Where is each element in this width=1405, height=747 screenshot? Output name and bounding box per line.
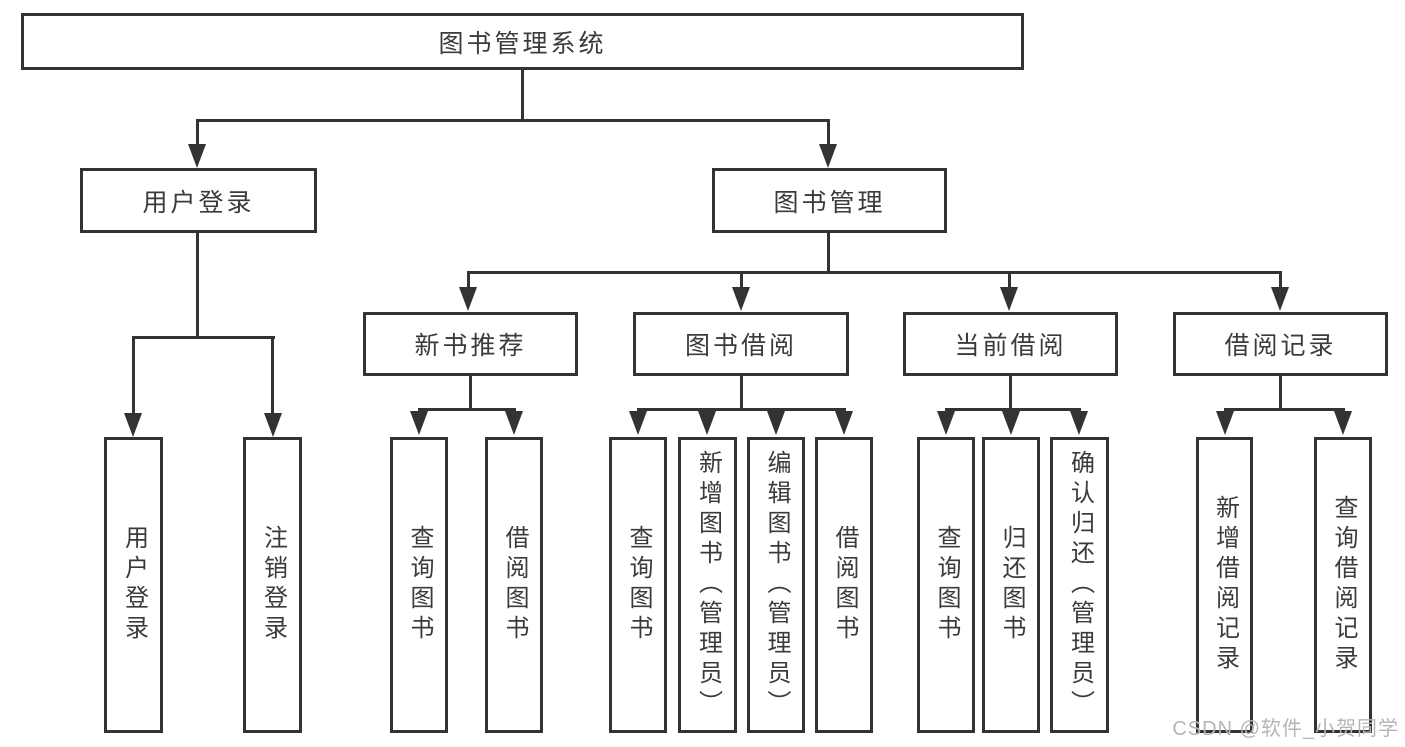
leaf-user-login: 用户登录	[104, 437, 163, 733]
node-root: 图书管理系统	[21, 13, 1024, 70]
connector-user-login-bar	[132, 336, 275, 339]
leaf-confirm-return-admin: 确认归还（管理员）	[1050, 437, 1109, 733]
arrowhead	[1070, 411, 1088, 435]
leaf-add-book-admin-label: 新增图书（管理员）	[694, 450, 722, 720]
connector-new-book-bar	[418, 408, 516, 411]
arrowhead	[505, 411, 523, 435]
connector-drop-book-borrowing	[740, 271, 743, 289]
leaf-query-borrow-record: 查询借阅记录	[1314, 437, 1372, 733]
connector-current-borrowing-stub	[1009, 376, 1012, 411]
connector-new-book-stub	[469, 376, 472, 411]
arrowhead	[124, 413, 142, 437]
node-new-book-recommend: 新书推荐	[363, 312, 578, 376]
connector-drop-book-management	[827, 119, 830, 146]
connector-book-management-stub	[827, 233, 830, 274]
leaf-borrow-books-recommend: 借阅图书	[485, 437, 543, 733]
csdn-watermark: CSDN @软件_小贺同学	[1172, 718, 1399, 740]
connector-root-trunk	[521, 70, 524, 122]
node-user-login-label: 用户登录	[142, 188, 255, 217]
node-book-management: 图书管理	[712, 168, 947, 233]
node-book-borrowing-label: 图书借阅	[684, 332, 797, 360]
arrowhead	[629, 411, 647, 435]
connector-drop-login-leaf	[132, 336, 135, 415]
node-book-borrowing: 图书借阅	[633, 312, 849, 376]
connector-drop-borrowing-records	[1279, 271, 1282, 289]
leaf-logout-label: 注销登录	[259, 525, 287, 645]
node-borrowing-records: 借阅记录	[1173, 312, 1388, 376]
node-current-borrowing-label: 当前借阅	[954, 332, 1067, 360]
arrowhead	[188, 144, 206, 168]
node-borrowing-records-label: 借阅记录	[1224, 332, 1337, 360]
leaf-borrow-books-borrowing: 借阅图书	[815, 437, 873, 733]
leaf-return-books-label: 归还图书	[998, 525, 1025, 645]
leaf-borrow-books-recommend-label: 借阅图书	[501, 525, 528, 645]
connector-drop-logout-leaf	[271, 336, 274, 415]
connector-borrowing-records-stub	[1279, 376, 1282, 411]
leaf-borrow-books-borrowing-label: 借阅图书	[831, 525, 858, 645]
leaf-query-books-recommend-label: 查询图书	[406, 525, 433, 645]
arrowhead	[1271, 287, 1289, 311]
connector-book-borrowing-stub	[740, 376, 743, 411]
arrowhead	[459, 287, 477, 311]
leaf-user-login-label: 用户登录	[120, 525, 148, 645]
node-user-login: 用户登录	[80, 168, 317, 233]
arrowhead	[410, 411, 428, 435]
connector-level1-bar	[196, 119, 830, 122]
arrowhead	[835, 411, 853, 435]
arrowhead	[819, 144, 837, 168]
arrowhead	[767, 411, 785, 435]
connector-current-borrowing-bar	[945, 408, 1081, 411]
arrowhead	[732, 287, 750, 311]
leaf-query-books-recommend: 查询图书	[390, 437, 448, 733]
leaf-confirm-return-admin-label: 确认归还（管理员）	[1066, 450, 1094, 720]
connector-level2-bar	[467, 271, 1282, 274]
connector-drop-current-borrowing	[1008, 271, 1011, 289]
leaf-query-books-borrowing-label: 查询图书	[625, 525, 652, 645]
node-root-label: 图书管理系统	[438, 29, 607, 58]
leaf-edit-book-admin-label: 编辑图书（管理员）	[763, 450, 790, 720]
connector-user-login-stub	[196, 233, 199, 339]
leaf-query-books-borrowing: 查询图书	[609, 437, 667, 733]
leaf-add-book-admin: 新增图书（管理员）	[678, 437, 737, 733]
leaf-edit-book-admin: 编辑图书（管理员）	[747, 437, 805, 733]
leaf-return-books: 归还图书	[982, 437, 1040, 733]
node-book-management-label: 图书管理	[773, 188, 886, 217]
leaf-logout: 注销登录	[243, 437, 302, 733]
leaf-add-borrow-record-label: 新增借阅记录	[1211, 495, 1239, 675]
arrowhead	[1000, 287, 1018, 311]
arrowhead	[264, 413, 282, 437]
node-new-book-recommend-label: 新书推荐	[414, 332, 527, 360]
arrowhead	[937, 411, 955, 435]
connector-drop-user-login	[196, 119, 199, 146]
node-current-borrowing: 当前借阅	[903, 312, 1118, 376]
arrowhead	[698, 411, 716, 435]
arrowhead	[1216, 411, 1234, 435]
leaf-query-books-current: 查询图书	[917, 437, 975, 733]
leaf-query-borrow-record-label: 查询借阅记录	[1330, 495, 1357, 675]
leaf-query-books-current-label: 查询图书	[933, 525, 960, 645]
connector-borrowing-records-bar	[1224, 408, 1345, 411]
connector-book-borrowing-bar	[637, 408, 846, 411]
arrowhead	[1002, 411, 1020, 435]
arrowhead	[1334, 411, 1352, 435]
connector-drop-new-book	[467, 271, 470, 289]
leaf-add-borrow-record: 新增借阅记录	[1196, 437, 1253, 733]
